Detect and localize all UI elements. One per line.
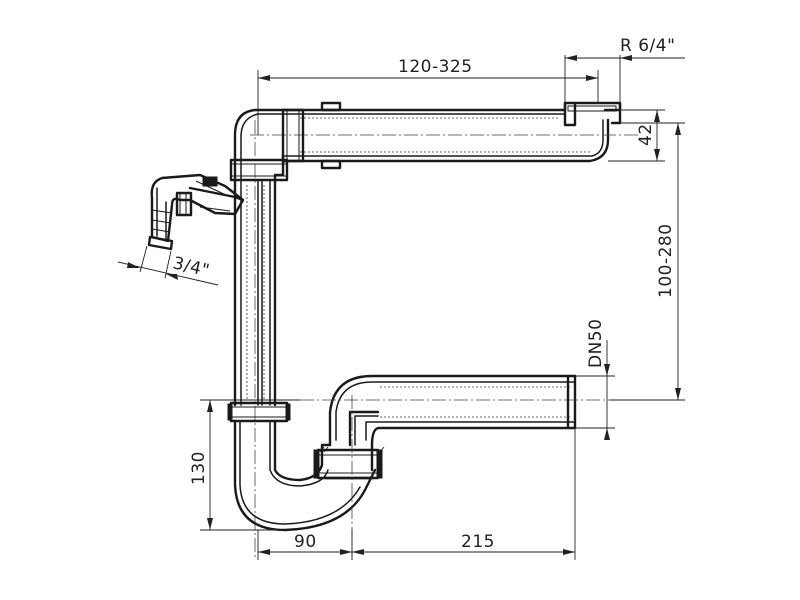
bottle-trap (227, 401, 385, 532)
label-thread-top: R 6/4" (620, 36, 675, 56)
dim-outlet-diameter (575, 340, 615, 440)
dim-top-width (257, 70, 599, 135)
hose-connector (147, 173, 245, 251)
label-outlet-length: 215 (461, 532, 495, 552)
top-elbow (233, 101, 342, 170)
dim-trap-height (200, 399, 300, 531)
top-horizontal-pipe (250, 101, 640, 163)
dim-outlet-length (352, 428, 576, 560)
label-vertical-range: 100-280 (656, 223, 676, 298)
label-trap-width: 90 (294, 532, 317, 552)
label-trap-height: 130 (189, 451, 209, 485)
dim-trap-width (257, 530, 353, 560)
label-top-width: 120-325 (398, 57, 473, 77)
label-outlet-diameter: DN50 (586, 319, 606, 368)
dim-vertical-range (610, 122, 685, 401)
dim-hose-thread (117, 245, 219, 286)
dim-top-height (608, 109, 665, 162)
label-top-height: 42 (636, 123, 656, 146)
dim-thread-top (564, 55, 685, 103)
vertical-pipe (229, 120, 289, 560)
